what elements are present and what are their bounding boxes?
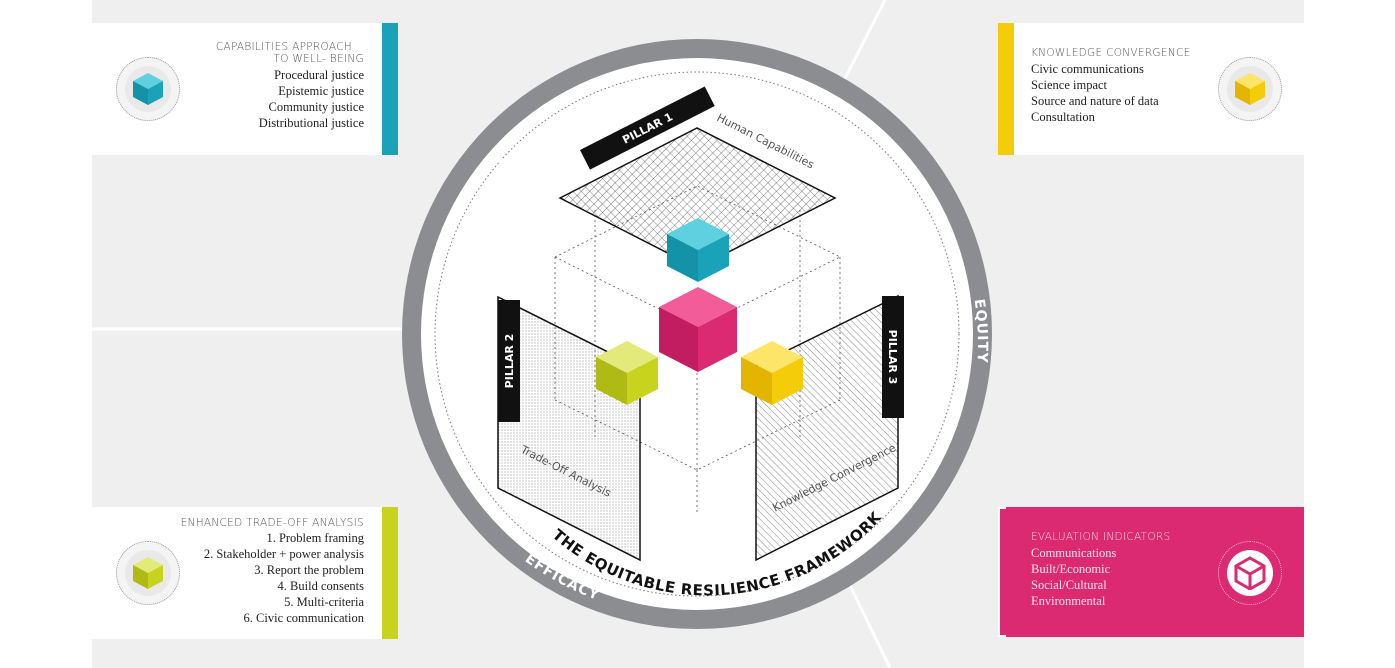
list-item: Consultation: [1031, 110, 1095, 124]
list-item: Source and nature of data: [1031, 94, 1159, 108]
dotted-circle: [434, 71, 960, 597]
card-knowledge-convergence: KNOWLEDGE CONVERGENCE Civic communicatio…: [998, 23, 1304, 155]
card-title: KNOWLEDGE CONVERGENCE: [1031, 47, 1191, 59]
card-title: ENHANCED TRADE-OFF ANALYSIS: [180, 517, 364, 529]
magenta-cube: [659, 287, 737, 372]
list-item: Distributional justice: [258, 116, 364, 130]
svg-text:PILLAR 2: PILLAR 2: [503, 334, 516, 389]
list-item: 4. Build consents: [277, 579, 364, 593]
cube-icon: [1218, 541, 1282, 605]
accent-bar: [382, 507, 398, 639]
list-item: 3. Report the problem: [254, 563, 364, 577]
card-title: CAPABILITIES APPROACH: [215, 41, 352, 53]
list-item: 1. Problem framing: [266, 531, 364, 545]
pillar-1-plane: [558, 127, 837, 269]
card-evaluation-indicators: EVALUATION INDICATORS Communications Bui…: [998, 507, 1304, 637]
pillar-3-tag: PILLAR 3: [882, 296, 904, 418]
list-item: Community justice: [268, 100, 364, 114]
list-item: Epistemic justice: [278, 84, 364, 98]
accent-bar: [382, 23, 398, 155]
accent-bar: [998, 507, 1006, 637]
list-item: Environmental: [1031, 594, 1106, 608]
svg-text:PILLAR 3: PILLAR 3: [886, 330, 899, 385]
pillar-2-tag: PILLAR 2: [498, 300, 520, 422]
ring-label-equity: EQUITY: [971, 298, 991, 364]
list-item: 5. Multi-criteria: [284, 595, 364, 609]
cube-icon: [116, 57, 180, 121]
card-title: EVALUATION INDICATORS: [1031, 531, 1171, 543]
lime-cube: [596, 341, 658, 405]
cube-icon: [1218, 57, 1282, 121]
card-capabilities: CAPABILITIES APPROACH TO WELL- BEING Pro…: [92, 23, 398, 155]
list-item: Communications: [1031, 546, 1117, 560]
yellow-cube: [741, 341, 803, 405]
list-item: Civic communications: [1031, 62, 1144, 76]
list-item: 2. Stakeholder + power analysis: [203, 547, 364, 561]
list-item: Science impact: [1031, 78, 1108, 92]
cube-icon: [116, 541, 180, 605]
teal-cube: [667, 218, 729, 282]
list-item: Social/Cultural: [1031, 578, 1107, 592]
list-item: 6. Civic communication: [243, 611, 364, 625]
card-title-2: TO WELL- BEING: [273, 53, 364, 65]
accent-bar: [998, 23, 1014, 155]
list-item: Procedural justice: [274, 68, 364, 82]
list-item: Built/Economic: [1031, 562, 1111, 576]
card-trade-off-analysis: ENHANCED TRADE-OFF ANALYSIS 1. Problem f…: [92, 507, 398, 639]
